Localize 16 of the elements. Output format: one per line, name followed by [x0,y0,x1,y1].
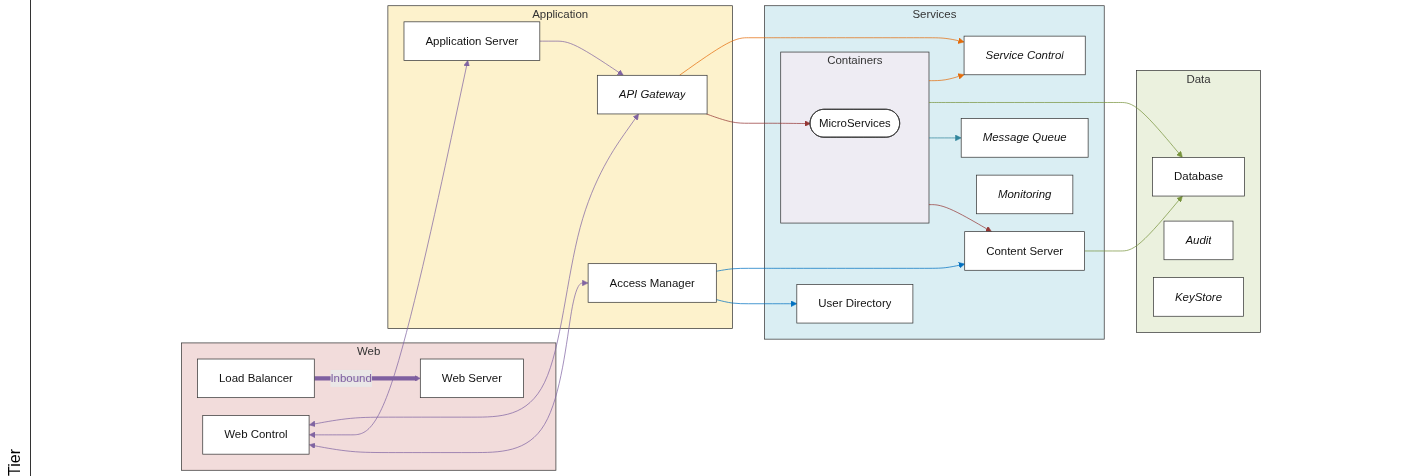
node-box: Application Server [403,21,541,61]
node-box: Database [1152,157,1245,197]
node-box: Load Balancer [197,358,315,398]
node-box: Message Queue [960,118,1089,158]
node-box: Content Server [964,231,1085,271]
node-box: Monitoring [976,174,1074,215]
node-box: Access Manager [587,263,717,303]
edge-label: Inbound [330,371,372,385]
node-box: API Gateway [597,74,708,115]
node-box: User Directory [796,284,914,324]
node-box: Audit [1163,220,1234,261]
node-box: KeyStore [1153,277,1244,317]
node-box: Service Control [963,35,1086,76]
tier-label: Tier [6,448,24,476]
node-box: Web Control [202,415,310,455]
node-box: Web Server [419,358,524,398]
